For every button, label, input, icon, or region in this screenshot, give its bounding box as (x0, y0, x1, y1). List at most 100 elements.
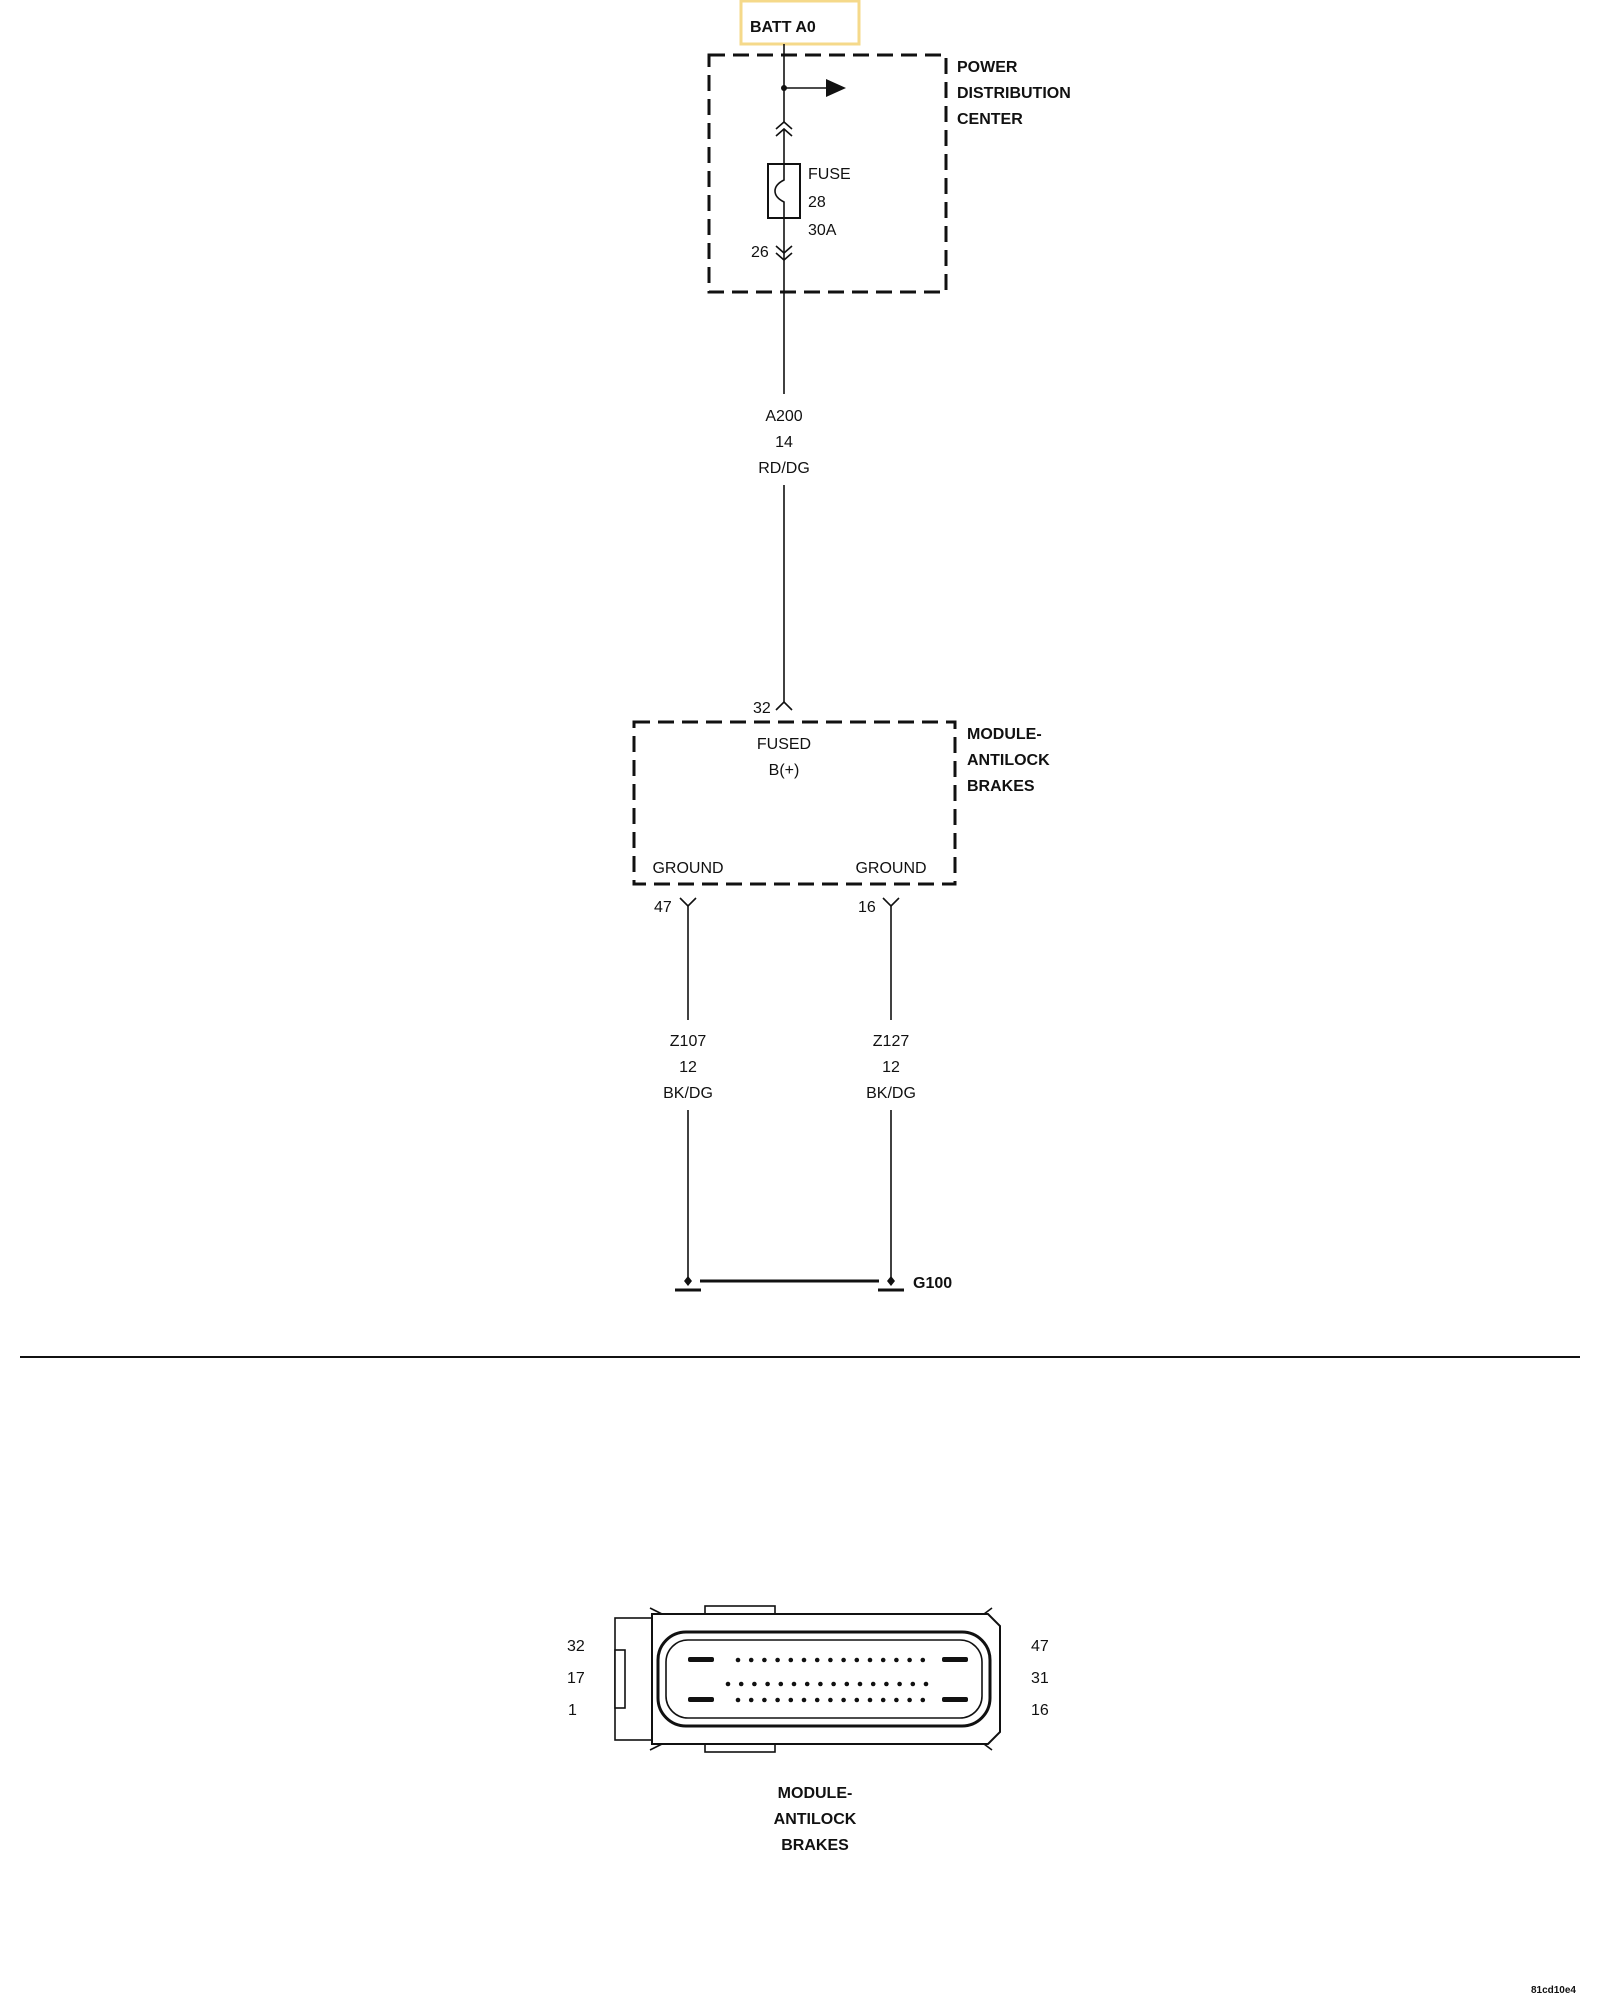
connector-left-pin-mid: 17 (567, 1670, 585, 1687)
connector-pin (748, 1697, 754, 1703)
connector-pin (894, 1657, 899, 1663)
wire-z127-gauge: 12 (882, 1059, 900, 1076)
abs-ground-right-cavity: 16 (858, 899, 876, 916)
wire-a200-circuit: A200 (765, 408, 802, 425)
abs-input-label-line-1: FUSED (757, 736, 811, 753)
connector-pin (867, 1657, 873, 1663)
pdc-label-line-1: POWER (957, 59, 1018, 76)
wire-a200[interactable]: A200 14 RD/DG (758, 258, 810, 702)
abs-input-cavity: 32 (753, 700, 771, 717)
wire-a200-color: RD/DG (758, 460, 810, 477)
connector-pin (804, 1681, 810, 1687)
connector-pin-row (735, 1697, 926, 1703)
connector-corner-line (649, 1743, 663, 1751)
connector-pin (762, 1657, 767, 1663)
connector-pin (791, 1681, 797, 1687)
connector-corner-line (649, 1607, 663, 1615)
power-distribution-center: POWER DISTRIBUTION CENTER FUSE 28 30A 26 (707, 44, 1071, 294)
connector-large-pin (942, 1697, 968, 1702)
connector-latch-rib (614, 1649, 626, 1709)
connector-corner-line (983, 1743, 993, 1751)
connector-pin (920, 1697, 926, 1703)
connector-pin (841, 1697, 846, 1703)
connector-pin (735, 1657, 741, 1663)
wire-z127-color: BK/DG (866, 1085, 916, 1102)
wire-z107-gauge: 12 (679, 1059, 697, 1076)
connector-large-pin (688, 1657, 714, 1662)
connector-seal-inner (665, 1639, 983, 1719)
connector-right-pin-mid: 31 (1031, 1670, 1049, 1687)
ground-node-icon (887, 1276, 895, 1286)
abs-module: 32 FUSED B(+) MODULE- ANTILOCK BRAKES GR… (632, 700, 1050, 916)
connector-pin (828, 1657, 833, 1663)
connector-pin (748, 1657, 754, 1663)
batt-source-label: BATT A0 (750, 19, 816, 36)
ground-node-icon (684, 1276, 692, 1286)
batt-source[interactable]: BATT A0 (739, 0, 861, 46)
connector-pin (894, 1697, 899, 1703)
fuse-label-line-1: FUSE (808, 166, 851, 183)
connector-right-pin-top: 47 (1031, 1638, 1049, 1655)
pdc-output-cavity: 26 (751, 244, 769, 261)
connector-pin (762, 1697, 767, 1703)
connector-pin (884, 1681, 889, 1687)
connector-label-line-3: BRAKES (781, 1837, 849, 1854)
chevron-down-icon (775, 245, 793, 255)
abs-label-line-2: ANTILOCK (967, 752, 1050, 769)
abs-connector-view[interactable]: 32 17 1 47 31 16 MODULE- ANTILOCK BRAKES (567, 1605, 1049, 1854)
wire-z107-circuit: Z107 (670, 1033, 707, 1050)
connector-pin (841, 1657, 846, 1663)
connector-label-line-2: ANTILOCK (774, 1811, 857, 1828)
connector-large-pin (942, 1657, 968, 1662)
fuse-element-icon (774, 164, 785, 218)
connector-pin (880, 1697, 886, 1703)
connector-pin (801, 1657, 807, 1663)
pdc-label-line-3: CENTER (957, 111, 1023, 128)
connector-pin (765, 1681, 770, 1687)
fuse-28[interactable] (767, 163, 801, 219)
wire-z127-circuit: Z127 (873, 1033, 910, 1050)
connector-label-line-1: MODULE- (778, 1785, 853, 1802)
pdc-boundary (707, 53, 948, 294)
abs-ground-left-cavity: 47 (654, 899, 672, 916)
wire-z127[interactable]: Z127 12 BK/DG (866, 906, 916, 1281)
connector-pin (854, 1657, 860, 1663)
connector-pin (844, 1681, 850, 1687)
diagram-code: 81cd10e4 (1531, 1985, 1576, 1996)
connector-pin-row (725, 1681, 929, 1687)
connector-pin (857, 1681, 863, 1687)
connector-pin (818, 1681, 823, 1687)
ground-g100[interactable]: G100 (675, 1275, 952, 1292)
connector-pin (775, 1657, 780, 1663)
chevron-up-icon (775, 700, 793, 711)
connector-pin (870, 1681, 876, 1687)
abs-input-label-line-2: B(+) (769, 762, 800, 779)
ground-label: G100 (913, 1275, 952, 1292)
chevron-up-icon (775, 120, 793, 130)
abs-ground-left-label: GROUND (652, 860, 723, 877)
connector-pin (725, 1681, 731, 1687)
abs-label-line-1: MODULE- (967, 726, 1042, 743)
connector-pin (880, 1657, 886, 1663)
connector-pin (738, 1681, 744, 1687)
connector-pin (907, 1657, 912, 1663)
connector-left-pin-top: 32 (567, 1638, 585, 1655)
connector-pin (735, 1697, 741, 1703)
connector-left-pin-bottom: 1 (568, 1702, 577, 1719)
chevron-down-icon (679, 897, 697, 908)
connector-pin (814, 1657, 820, 1663)
connector-pin (814, 1697, 820, 1703)
connector-pin (867, 1697, 873, 1703)
connector-pin (923, 1681, 929, 1687)
wire-z107-color: BK/DG (663, 1085, 713, 1102)
connector-right-pin-bottom: 16 (1031, 1702, 1049, 1719)
connector-pin (907, 1697, 912, 1703)
connector-seal-outer (656, 1630, 992, 1728)
pdc-label-line-2: DISTRIBUTION (957, 85, 1071, 102)
abs-ground-right-label: GROUND (855, 860, 926, 877)
wire-a200-gauge: 14 (775, 434, 793, 451)
connector-pin (788, 1657, 794, 1663)
connector-pin (854, 1697, 860, 1703)
wire-z107[interactable]: Z107 12 BK/DG (663, 906, 713, 1281)
